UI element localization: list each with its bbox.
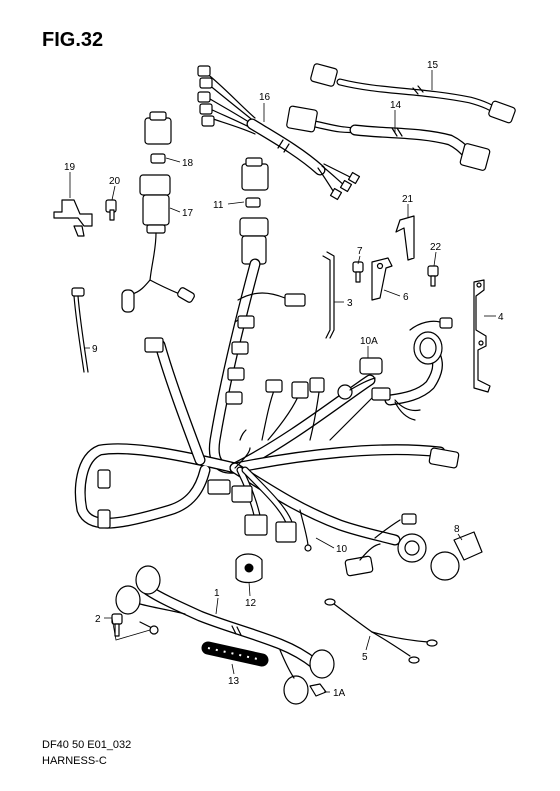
- callout-7: 7: [357, 246, 363, 257]
- callout-10a: 10A: [360, 336, 378, 347]
- callout-8: 8: [454, 524, 460, 535]
- part-11-relay: [239, 157, 269, 265]
- part-12-grommet: [235, 553, 263, 584]
- callout-12: 12: [245, 598, 257, 609]
- part-1-harness: [115, 565, 335, 705]
- callout-labels: 15 16 14 18 19 20 17 11 21 7 22 3 6 4 9 …: [64, 60, 504, 699]
- part-20-bolt: [105, 199, 117, 221]
- part-22-bolt: [427, 265, 439, 287]
- part-10a-connector: [337, 357, 383, 400]
- part-19-bracket: [53, 199, 93, 237]
- part-1a-clip: [309, 683, 327, 697]
- part-9-tie: [71, 287, 89, 373]
- callout-20: 20: [109, 176, 121, 187]
- part-10-main-harness: [74, 258, 460, 577]
- switch-assembly: [371, 317, 453, 421]
- figure-name: HARNESS-C: [42, 755, 107, 767]
- part-2-bolt: [111, 613, 123, 637]
- part-8-cap: [430, 531, 483, 581]
- callout-9: 9: [92, 344, 98, 355]
- callout-4: 4: [498, 312, 504, 323]
- part-6-bracket: [371, 257, 393, 301]
- callout-14: 14: [390, 100, 402, 111]
- callout-21: 21: [402, 194, 414, 205]
- callout-17: 17: [182, 208, 194, 219]
- callout-10: 10: [336, 544, 348, 555]
- part-4-strap: [473, 279, 491, 393]
- switch-lower: [397, 533, 427, 563]
- callout-2: 2: [95, 614, 101, 625]
- part-21-bracket: [395, 215, 415, 261]
- part-3-rod: [322, 251, 335, 339]
- callout-22: 22: [430, 242, 442, 253]
- callout-11: 11: [213, 200, 224, 211]
- callout-3: 3: [347, 298, 353, 309]
- callout-15: 15: [427, 60, 439, 71]
- part-7-bolt: [352, 261, 364, 283]
- callout-5: 5: [362, 652, 368, 663]
- callout-1a: 1A: [333, 688, 346, 699]
- leader-lines: [69, 70, 496, 693]
- callout-1: 1: [214, 588, 220, 599]
- callout-16: 16: [259, 92, 271, 103]
- callout-13: 13: [228, 676, 240, 687]
- part-15-harness: [310, 63, 516, 124]
- callout-6: 6: [403, 292, 409, 303]
- callout-18: 18: [182, 158, 194, 169]
- part-5-ground-lead: [324, 598, 438, 664]
- figure-code: DF40 50 E01_032: [42, 739, 131, 751]
- part-16-harness: [197, 65, 361, 201]
- figure-title: FIG.32: [42, 29, 103, 51]
- part-18-relay: [144, 111, 172, 164]
- part-13-sleeve: [201, 641, 269, 667]
- callout-19: 19: [64, 162, 76, 173]
- part-14-harness: [286, 105, 491, 171]
- part-17-connector: [121, 174, 195, 313]
